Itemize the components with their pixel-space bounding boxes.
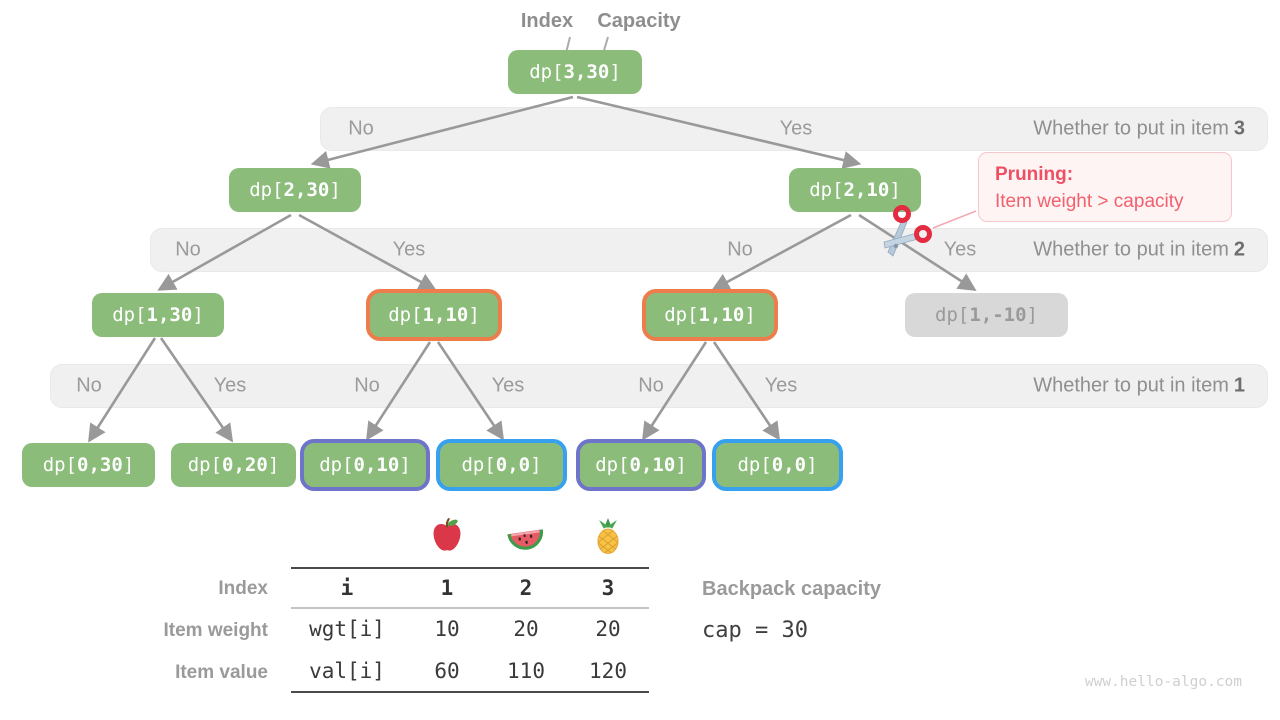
dp-node-2-30: dp[2,30] [229,168,361,212]
tree-edge [436,341,505,441]
apple-icon [433,518,461,551]
dp-node-0-20: dp[0,20] [171,443,296,487]
tree-edge [159,337,234,443]
table-rule-mid [291,607,649,609]
tree-edge [576,95,862,169]
table-cell: 120 [589,659,627,683]
pruning-body: Item weight > capacity [995,190,1184,212]
dp-node-0-10-overlap: dp[0,10] [576,439,706,491]
tree-edge [298,213,437,291]
table-cell: i [340,576,354,600]
dp-node-0-0-overlap: dp[0,0] [712,439,843,491]
table-cell: 2 [519,576,533,600]
branch-label: Yes [491,374,525,397]
branch-label: No [727,238,753,261]
decision-band-item-1: No Yes No Yes No Yes Whether to put in i… [50,364,1268,408]
pruning-callout: Pruning: Item weight > capacity [978,152,1232,222]
branch-label: No [348,117,374,140]
dp-node-0-0-overlap: dp[0,0] [436,439,567,491]
dp-node-1-neg10-pruned: dp[1,-10] [905,293,1068,337]
tree-edge [157,213,292,291]
pruning-connector-line [932,210,977,229]
table-cell: 20 [595,617,621,641]
table-rule-top [291,567,649,569]
branch-label: No [76,374,102,397]
tree-edge-pruned [858,213,977,291]
dp-node-1-30: dp[1,30] [92,293,224,337]
table-row-header-weight: Item weight [163,620,268,641]
scissors-icon [883,205,932,257]
branch-label: Yes [213,374,247,397]
index-pointer-label: Index [520,10,574,32]
table-cell: 1 [440,576,454,600]
tree-edge [711,213,852,291]
branch-label: Yes [943,238,977,261]
dp-node-0-30: dp[0,30] [22,443,155,487]
table-cell: 110 [507,659,545,683]
table-cell: val[i] [309,659,385,683]
table-cell: 10 [434,617,460,641]
table-cell: 60 [434,659,460,683]
pruning-title: Pruning: [995,164,1074,185]
table-row-header-value: Item value [175,662,268,683]
capacity-pointer-label: Capacity [597,10,681,32]
tree-edge [712,341,781,441]
dp-node-0-10-overlap: dp[0,10] [300,439,430,491]
table-cell: wgt[i] [309,617,385,641]
branch-label: No [638,374,664,397]
tree-edge [310,95,574,169]
table-cell: 3 [601,576,615,600]
tree-edge [642,341,708,441]
table-row-header-index: Index [218,578,268,599]
watermelon-icon [507,529,544,550]
tree-edge [366,341,432,441]
branch-label: Yes [779,117,813,140]
tree-edge [88,337,157,443]
table-rule-bottom [291,691,649,693]
table-cell: 20 [513,617,539,641]
watermark: www.hello-algo.com [1084,674,1242,690]
branch-label: Yes [764,374,798,397]
branch-label: Yes [392,238,426,261]
branch-label: No [175,238,201,261]
dp-node-1-10-highlighted: dp[1,10] [366,289,502,341]
pineapple-icon [597,518,619,554]
dp-node-2-10: dp[2,10] [789,168,921,212]
dp-node-1-10-highlighted: dp[1,10] [642,289,778,341]
dp-node-3-30: dp[3,30] [508,50,642,94]
backpack-capacity-label: Backpack capacity [702,578,882,600]
branch-label: No [354,374,380,397]
backpack-capacity-code: cap = 30 [702,618,808,643]
